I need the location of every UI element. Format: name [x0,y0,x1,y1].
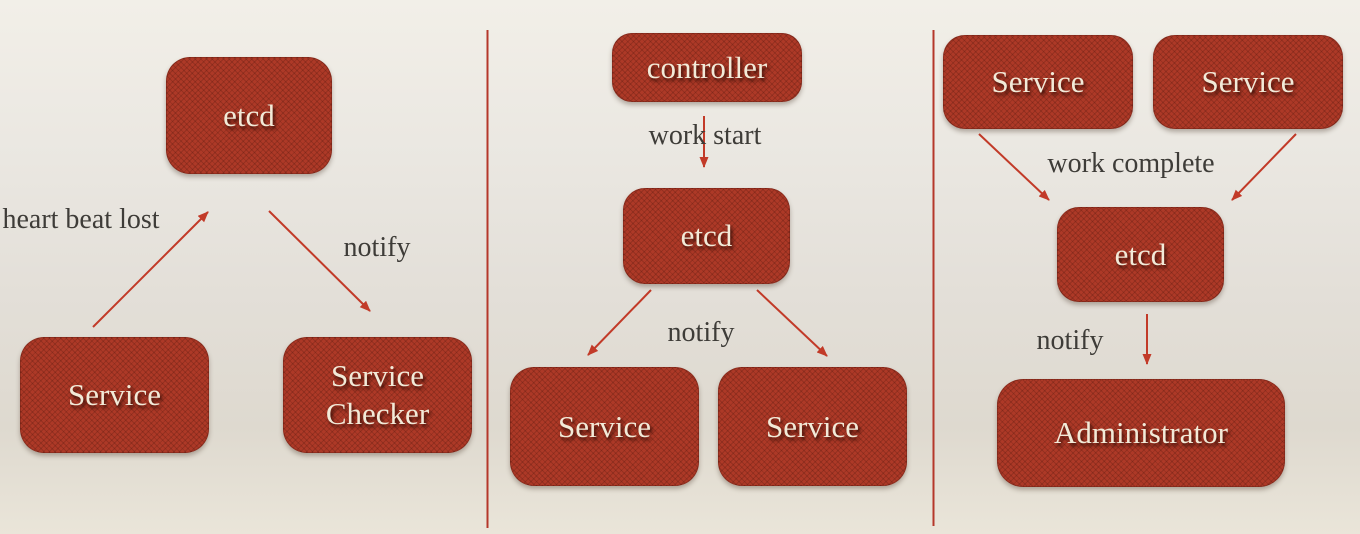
node-service-right-panel2: Service [718,367,907,486]
node-label: Service [991,64,1085,100]
arrow-service-right-to-etcd [1231,133,1297,201]
node-label: Service [1201,64,1295,100]
node-label: controller [646,49,768,85]
arrow-service-to-etcd [92,211,209,328]
node-administrator-panel3: Administrator [997,379,1285,487]
arrow-etcd-to-service-left [587,289,652,356]
arrow-etcd-to-service-right [756,289,828,357]
node-service-right-panel3: Service [1153,35,1343,129]
node-label: Service Checker [325,358,430,431]
edge-label-notify-panel1: notify [343,232,411,263]
node-service-left-panel3: Service [943,35,1133,129]
node-etcd-panel1: etcd [166,57,332,174]
edge-label-work-complete: work complete [1047,148,1215,179]
node-service-checker-panel1: Service Checker [283,337,472,453]
node-label: etcd [680,218,733,254]
node-label: Service [68,377,161,413]
node-etcd-panel3: etcd [1057,207,1224,302]
node-label: Service [558,408,651,444]
node-etcd-panel2: etcd [623,188,790,284]
node-controller-panel2: controller [612,33,802,102]
edge-label-heart-beat-lost: heart beat lost [2,204,160,235]
node-service-panel1: Service [20,337,209,453]
arrow-service-left-to-etcd [978,133,1050,201]
edge-label-notify-panel3: notify [1036,325,1104,356]
edge-label-work-start: work start [648,120,762,151]
arrow-etcd-to-service-checker [268,210,371,312]
node-label: etcd [1114,236,1167,272]
node-service-left-panel2: Service [510,367,699,486]
edge-label-notify-panel2: notify [667,317,735,348]
node-label: etcd [223,97,275,133]
node-label: Administrator [1054,415,1228,451]
node-label: Service [766,408,859,444]
